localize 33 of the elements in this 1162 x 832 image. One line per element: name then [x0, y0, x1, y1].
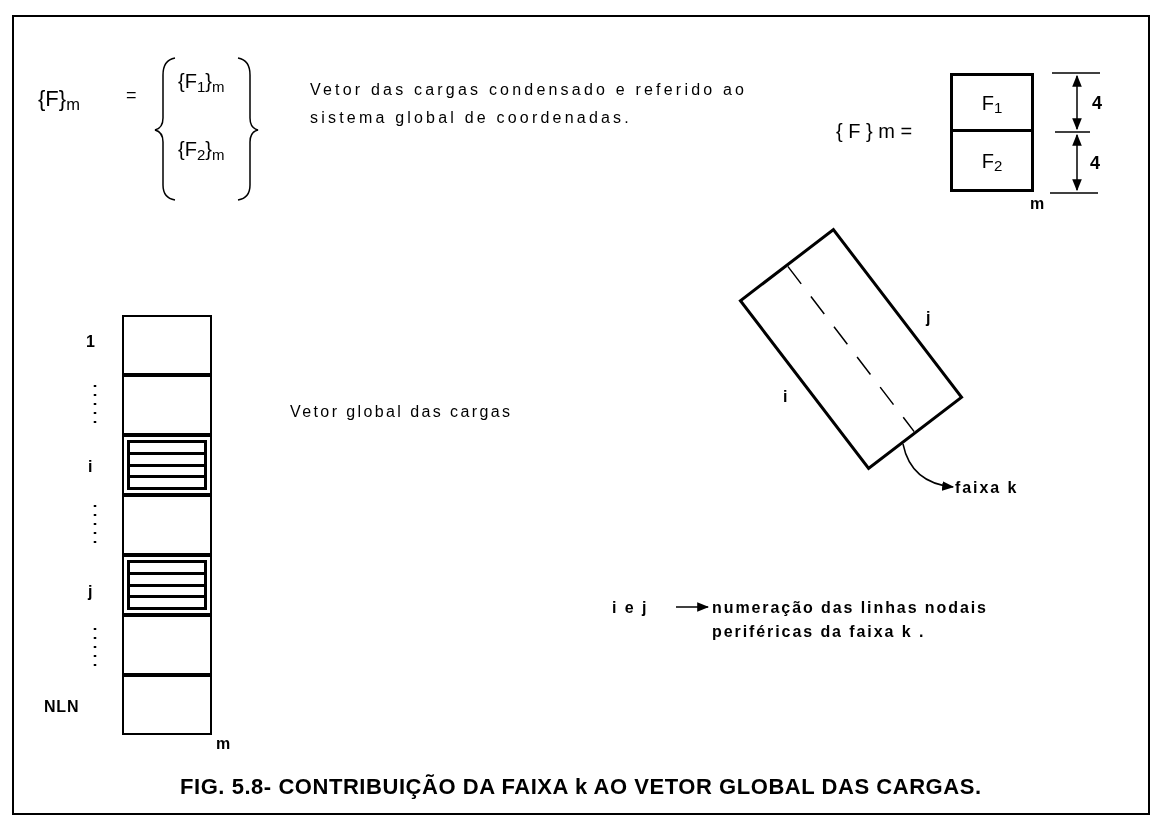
- strip-drawing: [738, 227, 964, 471]
- note-text: faixa k: [955, 476, 1055, 498]
- label-text: { F } m =: [836, 119, 914, 144]
- label-text: i: [783, 387, 789, 407]
- label-text: Vetor das cargas condensado e referido ao sistema global de coordenadas.: [310, 80, 749, 128]
- label-text: =: [126, 84, 138, 107]
- arrow: [675, 602, 710, 612]
- label-text: m: [1030, 194, 1046, 214]
- note-text: i e j: [612, 596, 678, 618]
- label-text: 4: [1090, 152, 1101, 175]
- vector-cell: [122, 495, 212, 555]
- vector-cell: [122, 375, 212, 435]
- label-text: {F}$_{m}$: [38, 85, 81, 115]
- label-text: 1: [86, 332, 96, 352]
- note-text: numeração das linhas nodais periféricas da faixa k .: [712, 596, 1072, 646]
- leader-line: [902, 443, 955, 491]
- label-text: {F$_{2}$}$_{m}$: [178, 137, 226, 164]
- label-text: 4: [1092, 92, 1103, 115]
- vector-cell: F$_{2}$: [950, 132, 1034, 192]
- label-text: j: [88, 582, 94, 602]
- vector-cell: [122, 675, 212, 735]
- hatched-cell: [122, 555, 212, 615]
- label-text: NLN: [44, 697, 81, 717]
- label-text: j: [926, 308, 932, 328]
- label-text: {F$_{1}$}$_{m}$: [178, 69, 226, 96]
- figure-caption: FIG. 5.8- CONTRIBUIÇÃO DA FAIXA k AO VETOR GLOBAL DAS CARGAS.: [180, 773, 983, 801]
- hatched-cell: [122, 435, 212, 495]
- label-text: i: [88, 457, 94, 477]
- label-text: m: [216, 734, 232, 754]
- vector-cell: [122, 315, 212, 375]
- label-text: Vetor global das cargas: [290, 402, 514, 422]
- vector-cell: F$_{1}$: [950, 73, 1034, 132]
- vector-cell: [122, 615, 212, 675]
